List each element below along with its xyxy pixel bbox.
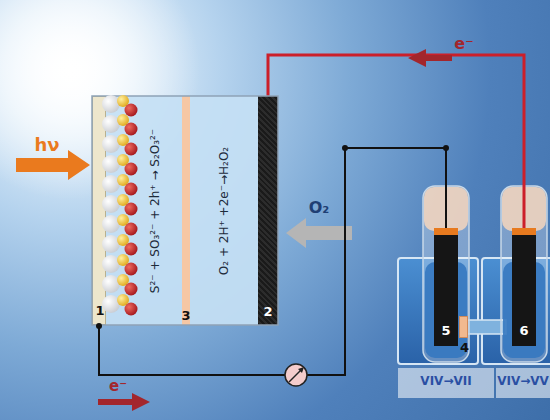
electrode-plate: 1 [92, 96, 106, 325]
ammeter-needle-head [298, 367, 304, 373]
redox-label: VIV→VII [398, 374, 494, 388]
external-wire [99, 148, 446, 375]
callout-number: 5 [414, 323, 478, 338]
nanoparticle [102, 95, 120, 113]
anode-compartment: S²⁻ + SO₃²⁻ + 2h⁺ → S₂O₃²⁻ [106, 96, 182, 325]
wire-junction [443, 145, 449, 151]
nanoparticle [125, 104, 138, 117]
reaction-equation: O₂ + 2H⁺ +2e⁻→H₂O₂ [215, 96, 233, 326]
nanoparticle [125, 263, 138, 276]
wire-junction [96, 323, 102, 329]
nanoparticle-layer [102, 95, 138, 316]
nanoparticle [102, 155, 120, 173]
nanoparticle [102, 115, 120, 133]
reaction-equation: S²⁻ + SO₃²⁻ + 2h⁺ → S₂O₃²⁻ [146, 96, 164, 326]
gas-label: O₂ [292, 198, 346, 217]
nanoparticle [125, 283, 138, 296]
nanoparticle [102, 295, 120, 313]
label-box [496, 368, 550, 398]
electrode-rod: 5 [434, 228, 458, 346]
nanoparticle [125, 123, 138, 136]
cell-outline [92, 96, 278, 325]
nanoparticle [125, 163, 138, 176]
callout-number: 4 [440, 340, 489, 355]
nanoparticle [125, 143, 138, 156]
nanoparticle [125, 183, 138, 196]
nanoparticle [125, 223, 138, 236]
electron-label: e⁻ [100, 377, 136, 395]
nanoparticle [125, 203, 138, 216]
label-box [398, 368, 494, 398]
electron-label: e⁻ [444, 34, 484, 53]
callout-number: 2 [238, 304, 298, 319]
nanoparticle [102, 235, 120, 253]
callout-number: 6 [492, 323, 550, 338]
light-label: hν [20, 134, 74, 155]
electron-arrow [98, 393, 150, 411]
nanoparticle [102, 215, 120, 233]
electrode-plate: 2 [258, 96, 278, 325]
electrode-rod: 6 [512, 228, 536, 346]
nanoparticle [125, 303, 138, 316]
nanoparticle [102, 135, 120, 153]
nanoparticle [125, 243, 138, 256]
membrane: 3 [182, 96, 190, 325]
cathode-compartment: O₂ + 2H⁺ +2e⁻→H₂O₂ [190, 96, 258, 325]
membrane: 4 [459, 316, 468, 338]
wire-junction [342, 145, 348, 151]
nanoparticle [102, 195, 120, 213]
electron-arrow [408, 49, 452, 67]
ammeter-symbol [285, 364, 307, 386]
nanoparticle [102, 175, 120, 193]
nanoparticle [102, 255, 120, 273]
bridge-tube [466, 320, 506, 334]
nanoparticle [102, 275, 120, 293]
oxygen-arrow [286, 218, 352, 248]
redox-label: VIV→VV [496, 374, 550, 388]
external-wire [268, 55, 524, 228]
